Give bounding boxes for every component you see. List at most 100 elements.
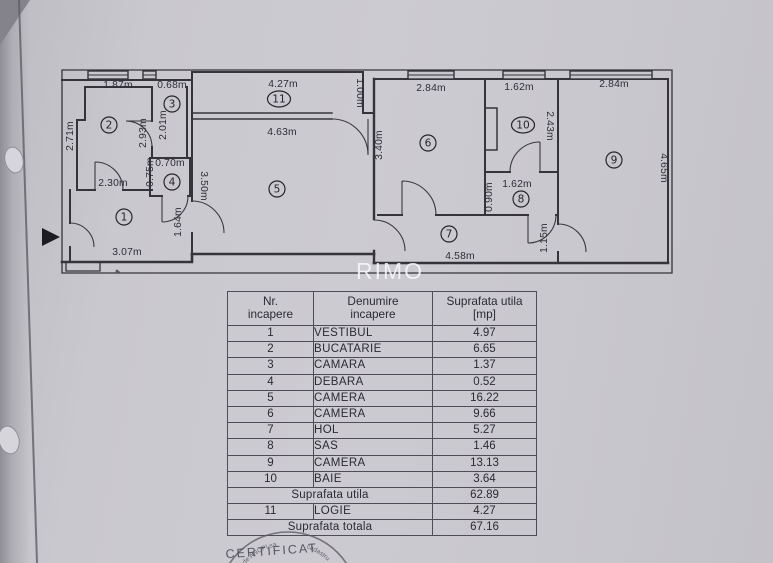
logie-walls (191, 71, 375, 114)
row-span-label: Suprafata utila (227, 486, 433, 505)
table-header-row: Nr. incapere Denumire incapere Suprafata… (227, 291, 537, 326)
row-name: DEBARA (313, 373, 433, 391)
room-number-circle (115, 208, 133, 226)
room-number: 5 (268, 180, 286, 198)
dimension-label: 1.15m (539, 223, 550, 253)
row-name: CAMARA (313, 357, 433, 375)
dimension-label: 0.70m (155, 158, 185, 169)
room-number-circle (510, 116, 536, 134)
row-number: 7 (227, 422, 314, 440)
room-number: 3 (163, 95, 181, 113)
room10-door-arc (509, 141, 541, 173)
room1-bottom-wall (60, 252, 194, 264)
row-number: 1 (227, 324, 314, 343)
room-number-circle (266, 90, 292, 108)
room-number: 8 (512, 190, 530, 208)
row-span-label: Suprafata totala (227, 519, 433, 537)
logie-window-band (191, 112, 333, 120)
entrance-door-arc (69, 222, 95, 248)
row-number: 9 (227, 454, 314, 472)
row-number: 2 (227, 341, 314, 359)
row-value: 67.16 (432, 519, 537, 537)
plan-outer-frame (61, 69, 673, 274)
row-name: BUCATARIE (313, 341, 433, 359)
room-number: 9 (605, 151, 623, 169)
dimension-label: 1.00m (354, 78, 365, 108)
dimension-label: 4.65m (658, 153, 669, 183)
row-name: CAMERA (313, 454, 433, 472)
shaft-notch (484, 107, 498, 151)
row-value: 0.52 (432, 373, 537, 391)
row-value: 3.64 (432, 470, 537, 488)
stamp-circle (228, 531, 348, 563)
stamp-arc-text-right: cadastru (306, 543, 332, 562)
row-value: 16.22 (432, 389, 537, 407)
dimension-label: 2.84m (599, 79, 629, 90)
room-number: 7 (440, 225, 458, 243)
row-value: 4.27 (432, 503, 537, 521)
row-value: 4.97 (432, 324, 537, 343)
room-number-text: 2 (106, 120, 113, 132)
dimension-label: 1.62m (504, 82, 534, 93)
row-value: 5.27 (432, 422, 537, 440)
row-name: BAIE (313, 470, 433, 488)
dimension-label: 2.43m (544, 111, 555, 141)
dimension-label: 2.84m (416, 83, 446, 94)
dimension-label: 1.62m (502, 179, 532, 190)
dimension-label: 2.71m (65, 121, 76, 151)
row-value: 62.89 (432, 486, 537, 505)
room-number-text: 1 (121, 212, 128, 224)
header-nr-incapere: Nr. incapere (227, 291, 314, 326)
dimension-label: 3.40m (374, 130, 385, 160)
row-name: CAMERA (313, 405, 433, 424)
room2-door-arc (94, 161, 124, 191)
dimension-label: 0.90m (484, 182, 495, 212)
row-value: 1.37 (432, 357, 537, 375)
room-number-text: 10 (516, 120, 530, 132)
room-number-text: 3 (169, 99, 176, 111)
room-number: 11 (266, 90, 292, 108)
row-number: 8 (227, 438, 314, 456)
room-number: 10 (510, 116, 536, 134)
room-number-circle (512, 190, 530, 208)
hall-room5-door-arc (373, 219, 406, 252)
room-number-text: 8 (518, 194, 525, 206)
row-name: HOL (313, 422, 433, 440)
row-value: 13.13 (432, 454, 537, 472)
entrance-step (65, 261, 101, 272)
entrance-arrow (42, 228, 60, 246)
room-number-labels: 1 2 3 4 5 6 7 8 9 10 11 (100, 90, 623, 243)
room-number: 4 (163, 173, 181, 191)
room-number-circle (419, 134, 437, 152)
room-number-text: 4 (169, 177, 176, 189)
row-value: 6.65 (432, 341, 537, 359)
room-number-text: 9 (611, 155, 618, 167)
row-number: 4 (227, 373, 314, 391)
windows (87, 70, 653, 80)
dimension-label: 1.87m (103, 80, 133, 91)
room-number-text: 5 (274, 184, 281, 196)
dimension-label: 3.07m (112, 247, 142, 258)
row-number: 10 (227, 470, 314, 488)
dimension-label: 2.30m (98, 178, 128, 189)
room4-door-arc (161, 195, 189, 223)
dimension-label: 0.68m (157, 80, 187, 91)
room3-room4-walls (149, 86, 193, 197)
dimension-label: 2.93m (138, 118, 149, 148)
room-number-text: 6 (425, 138, 432, 150)
room-number: 2 (100, 116, 118, 134)
row-name: VESTIBUL (313, 324, 433, 343)
header-denumire-incapere: Denumire incapere (313, 291, 433, 326)
dimension-label: 0.75m (145, 157, 156, 187)
